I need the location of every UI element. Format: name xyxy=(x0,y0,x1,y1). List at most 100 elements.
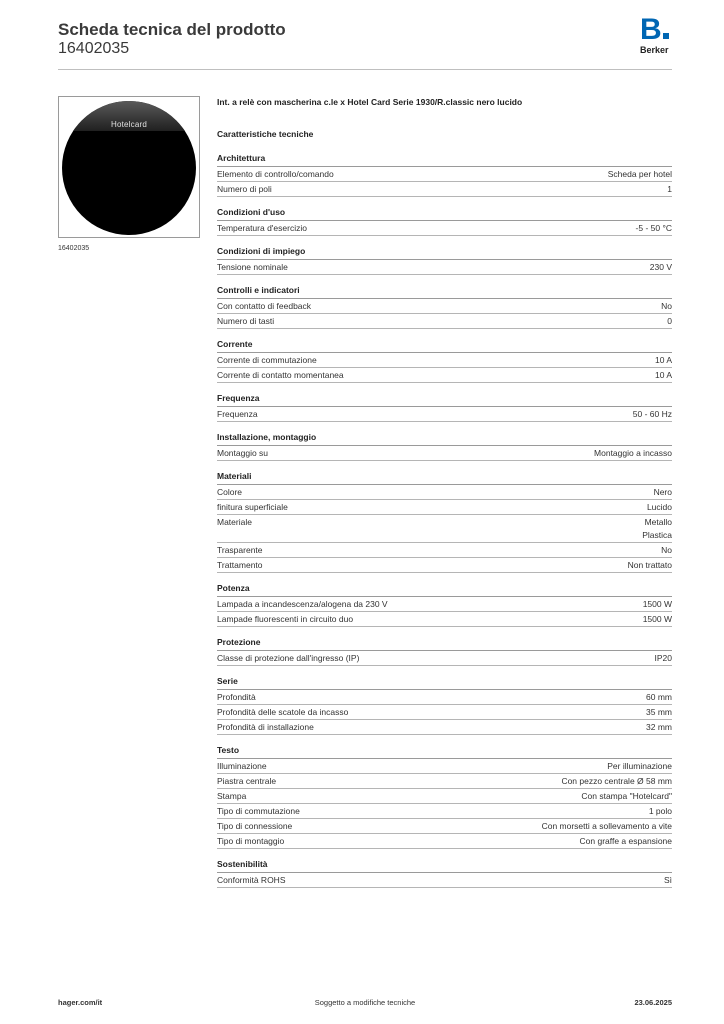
spec-row: Tipo di commutazione 1 polo xyxy=(217,804,672,819)
spec-label: Profondità xyxy=(217,692,256,702)
spec-row: Elemento di controllo/comando Scheda per … xyxy=(217,167,672,182)
section-title: Condizioni di impiego xyxy=(217,236,672,260)
section-title: Controlli e indicatori xyxy=(217,275,672,299)
spec-label: Corrente di commutazione xyxy=(217,355,317,365)
spec-row: Numero di poli 1 xyxy=(217,182,672,197)
spec-content: Int. a relè con mascherina c.le x Hotel … xyxy=(217,96,672,888)
spec-row: Classe di protezione dall'ingresso (IP)I… xyxy=(217,651,672,666)
spec-value: No xyxy=(661,545,672,555)
header-divider xyxy=(58,69,672,70)
image-caption: 16402035 xyxy=(58,245,90,252)
card-slot xyxy=(62,101,196,131)
spec-value: 1 polo xyxy=(648,806,672,816)
spec-label: Numero di tasti xyxy=(217,316,275,326)
spec-value: 1500 W xyxy=(642,614,672,624)
spec-value: No xyxy=(661,301,672,311)
spec-value: Con pezzo centrale Ø 58 mm xyxy=(561,776,672,786)
document-header: Scheda tecnica del prodotto 16402035 xyxy=(58,20,286,58)
section-title: Potenza xyxy=(217,573,672,597)
spec-label: Tipo di montaggio xyxy=(217,836,285,846)
product-name: Int. a relè con mascherina c.le x Hotel … xyxy=(217,97,523,107)
spec-row: Tensione nominale 230 V xyxy=(217,260,672,275)
spec-value: 60 mm xyxy=(646,692,672,702)
spec-value: 0 xyxy=(667,316,672,326)
spec-label: Tipo di connessione xyxy=(217,821,293,831)
logo-letter: B xyxy=(640,15,674,45)
footer-notice: Soggetto a modifiche tecniche xyxy=(314,998,416,1007)
tech-heading: Caratteristiche tecniche xyxy=(217,129,314,139)
spec-value: 1 xyxy=(667,184,672,194)
spec-value: 50 - 60 Hz xyxy=(632,409,672,419)
product-stamp-text: Hotelcard xyxy=(110,120,148,129)
spec-label: Profondità di installazione xyxy=(217,722,314,732)
section-title: Corrente xyxy=(217,329,672,353)
section-title: Installazione, montaggio xyxy=(217,422,672,446)
spec-value: Con morsetti a sollevamento a vite xyxy=(541,821,672,831)
footer-website[interactable]: hager.com/it xyxy=(58,998,103,1007)
spec-label: Numero di poli xyxy=(217,184,272,194)
spec-value: 230 V xyxy=(649,262,672,272)
spec-label: Lampada a incandescenza/alogena da 230 V xyxy=(217,599,388,609)
product-image: Hotelcard xyxy=(58,96,200,238)
section-title: Condizioni d'uso xyxy=(217,197,672,221)
spec-label: Classe di protezione dall'ingresso (IP) xyxy=(217,653,360,663)
logo-text: Berker xyxy=(640,45,669,55)
spec-label: Con contatto di feedback xyxy=(217,301,312,311)
spec-row: Piastra centrale Con pezzo centrale Ø 58 … xyxy=(217,774,672,789)
spec-label: Trasparente xyxy=(217,545,263,555)
spec-label: Elemento di controllo/comando xyxy=(217,169,334,179)
spec-row: Numero di tasti 0 xyxy=(217,314,672,329)
spec-label: Corrente di contatto momentanea xyxy=(217,370,344,380)
spec-label: Tipo di commutazione xyxy=(217,806,300,816)
spec-value: 10 A xyxy=(654,355,672,365)
spec-row: Trasparente No xyxy=(217,543,672,558)
section-title: Serie xyxy=(217,666,672,690)
spec-value: Per illuminazione xyxy=(607,761,672,771)
footer-date: 23.06.2025 xyxy=(634,998,672,1007)
spec-label: Montaggio su xyxy=(217,448,269,458)
spec-label: Trattamento xyxy=(217,560,263,570)
spec-value: Montaggio a incasso xyxy=(594,448,672,458)
spec-row: Lampada a incandescenza/alogena da 230 V… xyxy=(217,597,672,612)
spec-value: Scheda per hotel xyxy=(607,169,672,179)
spec-row: Illuminazione Per illuminazione xyxy=(217,759,672,774)
spec-label: Materiale xyxy=(217,517,252,527)
spec-row: Frequenza 50 - 60 Hz xyxy=(217,407,672,422)
spec-label: Frequenza xyxy=(217,409,258,419)
spec-label: Piastra centrale xyxy=(217,776,277,786)
section-title: Protezione xyxy=(217,627,672,651)
spec-value: Lucido xyxy=(646,502,672,512)
spec-label: Tensione nominale xyxy=(217,262,288,272)
section-title: Sostenibilità xyxy=(217,849,672,873)
spec-row: Temperatura d'esercizio-5 - 50 °C xyxy=(217,221,672,236)
spec-label: Profondità delle scatole da incasso xyxy=(217,707,349,717)
section-title: Frequenza xyxy=(217,383,672,407)
document-title: Scheda tecnica del prodotto xyxy=(58,20,286,39)
spec-row: Con contatto di feedback No xyxy=(217,299,672,314)
spec-label: Stampa xyxy=(217,791,247,801)
spec-row: Tipo di connessione Con morsetti a sollev… xyxy=(217,819,672,834)
spec-label: Conformità ROHS xyxy=(217,875,286,885)
spec-label: Illuminazione xyxy=(217,761,267,771)
section-title: Materiali xyxy=(217,461,672,485)
